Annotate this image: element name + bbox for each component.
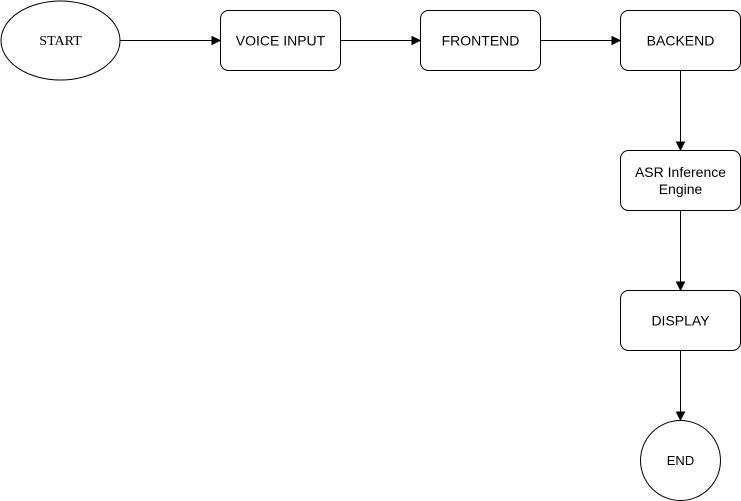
voice-input-box: [220, 10, 341, 71]
edge-asr-to-display: [675, 210, 686, 292]
asr-label-line2: Engine: [659, 181, 703, 197]
edge-display-to-end: [675, 350, 686, 422]
display-label: DISPLAY: [651, 313, 710, 329]
node-frontend: FRONTEND: [420, 10, 541, 71]
edge-backend-to-asr: [675, 70, 686, 152]
edge-frontend-to-backend: [540, 35, 622, 46]
end-label: END: [667, 453, 694, 468]
edge-start-to-voice-input: [120, 35, 222, 46]
node-end: END: [640, 420, 721, 501]
asr-label-line1: ASR Inference: [635, 164, 726, 180]
edge-voice-input-to-frontend: [340, 35, 422, 46]
node-display: DISPLAY: [620, 290, 741, 351]
frontend-label: FRONTEND: [442, 33, 520, 49]
node-backend: BACKEND: [620, 10, 741, 71]
node-voice-input: VOICE INPUT: [220, 10, 341, 71]
node-asr-inference-engine: ASR Inference Engine: [620, 150, 741, 211]
start-label: START: [39, 34, 82, 49]
backend-label: BACKEND: [647, 33, 715, 49]
voice-input-label: VOICE INPUT: [236, 33, 326, 49]
frontend-box: [420, 10, 541, 71]
node-start: START: [0, 0, 121, 81]
start-ellipse: [0, 0, 121, 81]
edges: [120, 35, 686, 422]
